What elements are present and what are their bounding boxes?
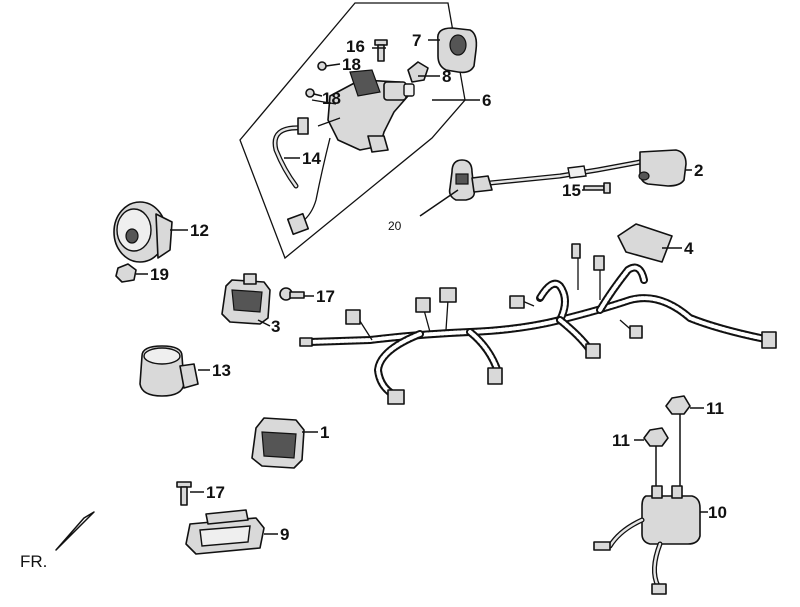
callout-12: 12 <box>190 221 209 240</box>
part-17b-screw <box>176 481 192 506</box>
callout-7: 7 <box>412 31 421 50</box>
part-18a-screw <box>317 61 327 71</box>
part-9-connector <box>185 509 265 555</box>
callout-15: 15 <box>562 181 581 200</box>
callout-13: 13 <box>212 361 231 380</box>
leader-lines <box>136 39 708 535</box>
callout-4: 4 <box>684 239 694 258</box>
part-19-bolt <box>115 263 137 283</box>
part-10-starter-relay <box>593 485 701 595</box>
part-3-relay <box>221 273 271 325</box>
front-direction-arrow <box>55 511 95 551</box>
callout-8: 8 <box>442 67 451 86</box>
callout-14: 14 <box>302 149 321 168</box>
part-13-buzzer <box>139 345 199 397</box>
part-7-cover <box>436 27 478 74</box>
callout-18b: 18 <box>322 89 341 108</box>
callout-11a: 11 <box>706 399 724 418</box>
part-2-cable <box>477 149 687 187</box>
part-17a-screw <box>279 287 305 301</box>
part-11b-nut <box>643 427 669 494</box>
callout-17a: 17 <box>316 287 335 306</box>
front-direction-label: FR. <box>20 552 47 571</box>
part-4-cover <box>617 223 673 263</box>
callout-6: 6 <box>482 91 491 110</box>
callout-1: 1 <box>320 423 329 442</box>
callout-20: 20 <box>388 219 402 233</box>
callout-18a: 18 <box>342 55 361 74</box>
harness-connectors <box>299 243 777 405</box>
part-8-knob <box>407 61 429 83</box>
callout-2: 2 <box>694 161 703 180</box>
part-15-bolt <box>583 182 611 194</box>
callout-10: 10 <box>708 503 727 522</box>
part-1-cdi <box>251 417 305 469</box>
ignition-switch-body <box>311 69 415 153</box>
callout-16: 16 <box>346 37 365 56</box>
callout-19: 19 <box>150 265 169 284</box>
part-16-screw <box>374 39 388 62</box>
wire-harness <box>306 258 774 400</box>
assembly-6-outline <box>239 2 466 260</box>
part-18b-screw <box>305 88 315 98</box>
callout-11b: 11 <box>612 431 630 450</box>
part-12-horn <box>113 201 173 263</box>
callout-17b: 17 <box>206 483 225 502</box>
part-14-cable <box>272 117 331 236</box>
callout-3: 3 <box>271 317 280 336</box>
callout-9: 9 <box>280 525 289 544</box>
part-20-sensor <box>448 159 493 201</box>
part-11a-nut <box>665 395 691 494</box>
